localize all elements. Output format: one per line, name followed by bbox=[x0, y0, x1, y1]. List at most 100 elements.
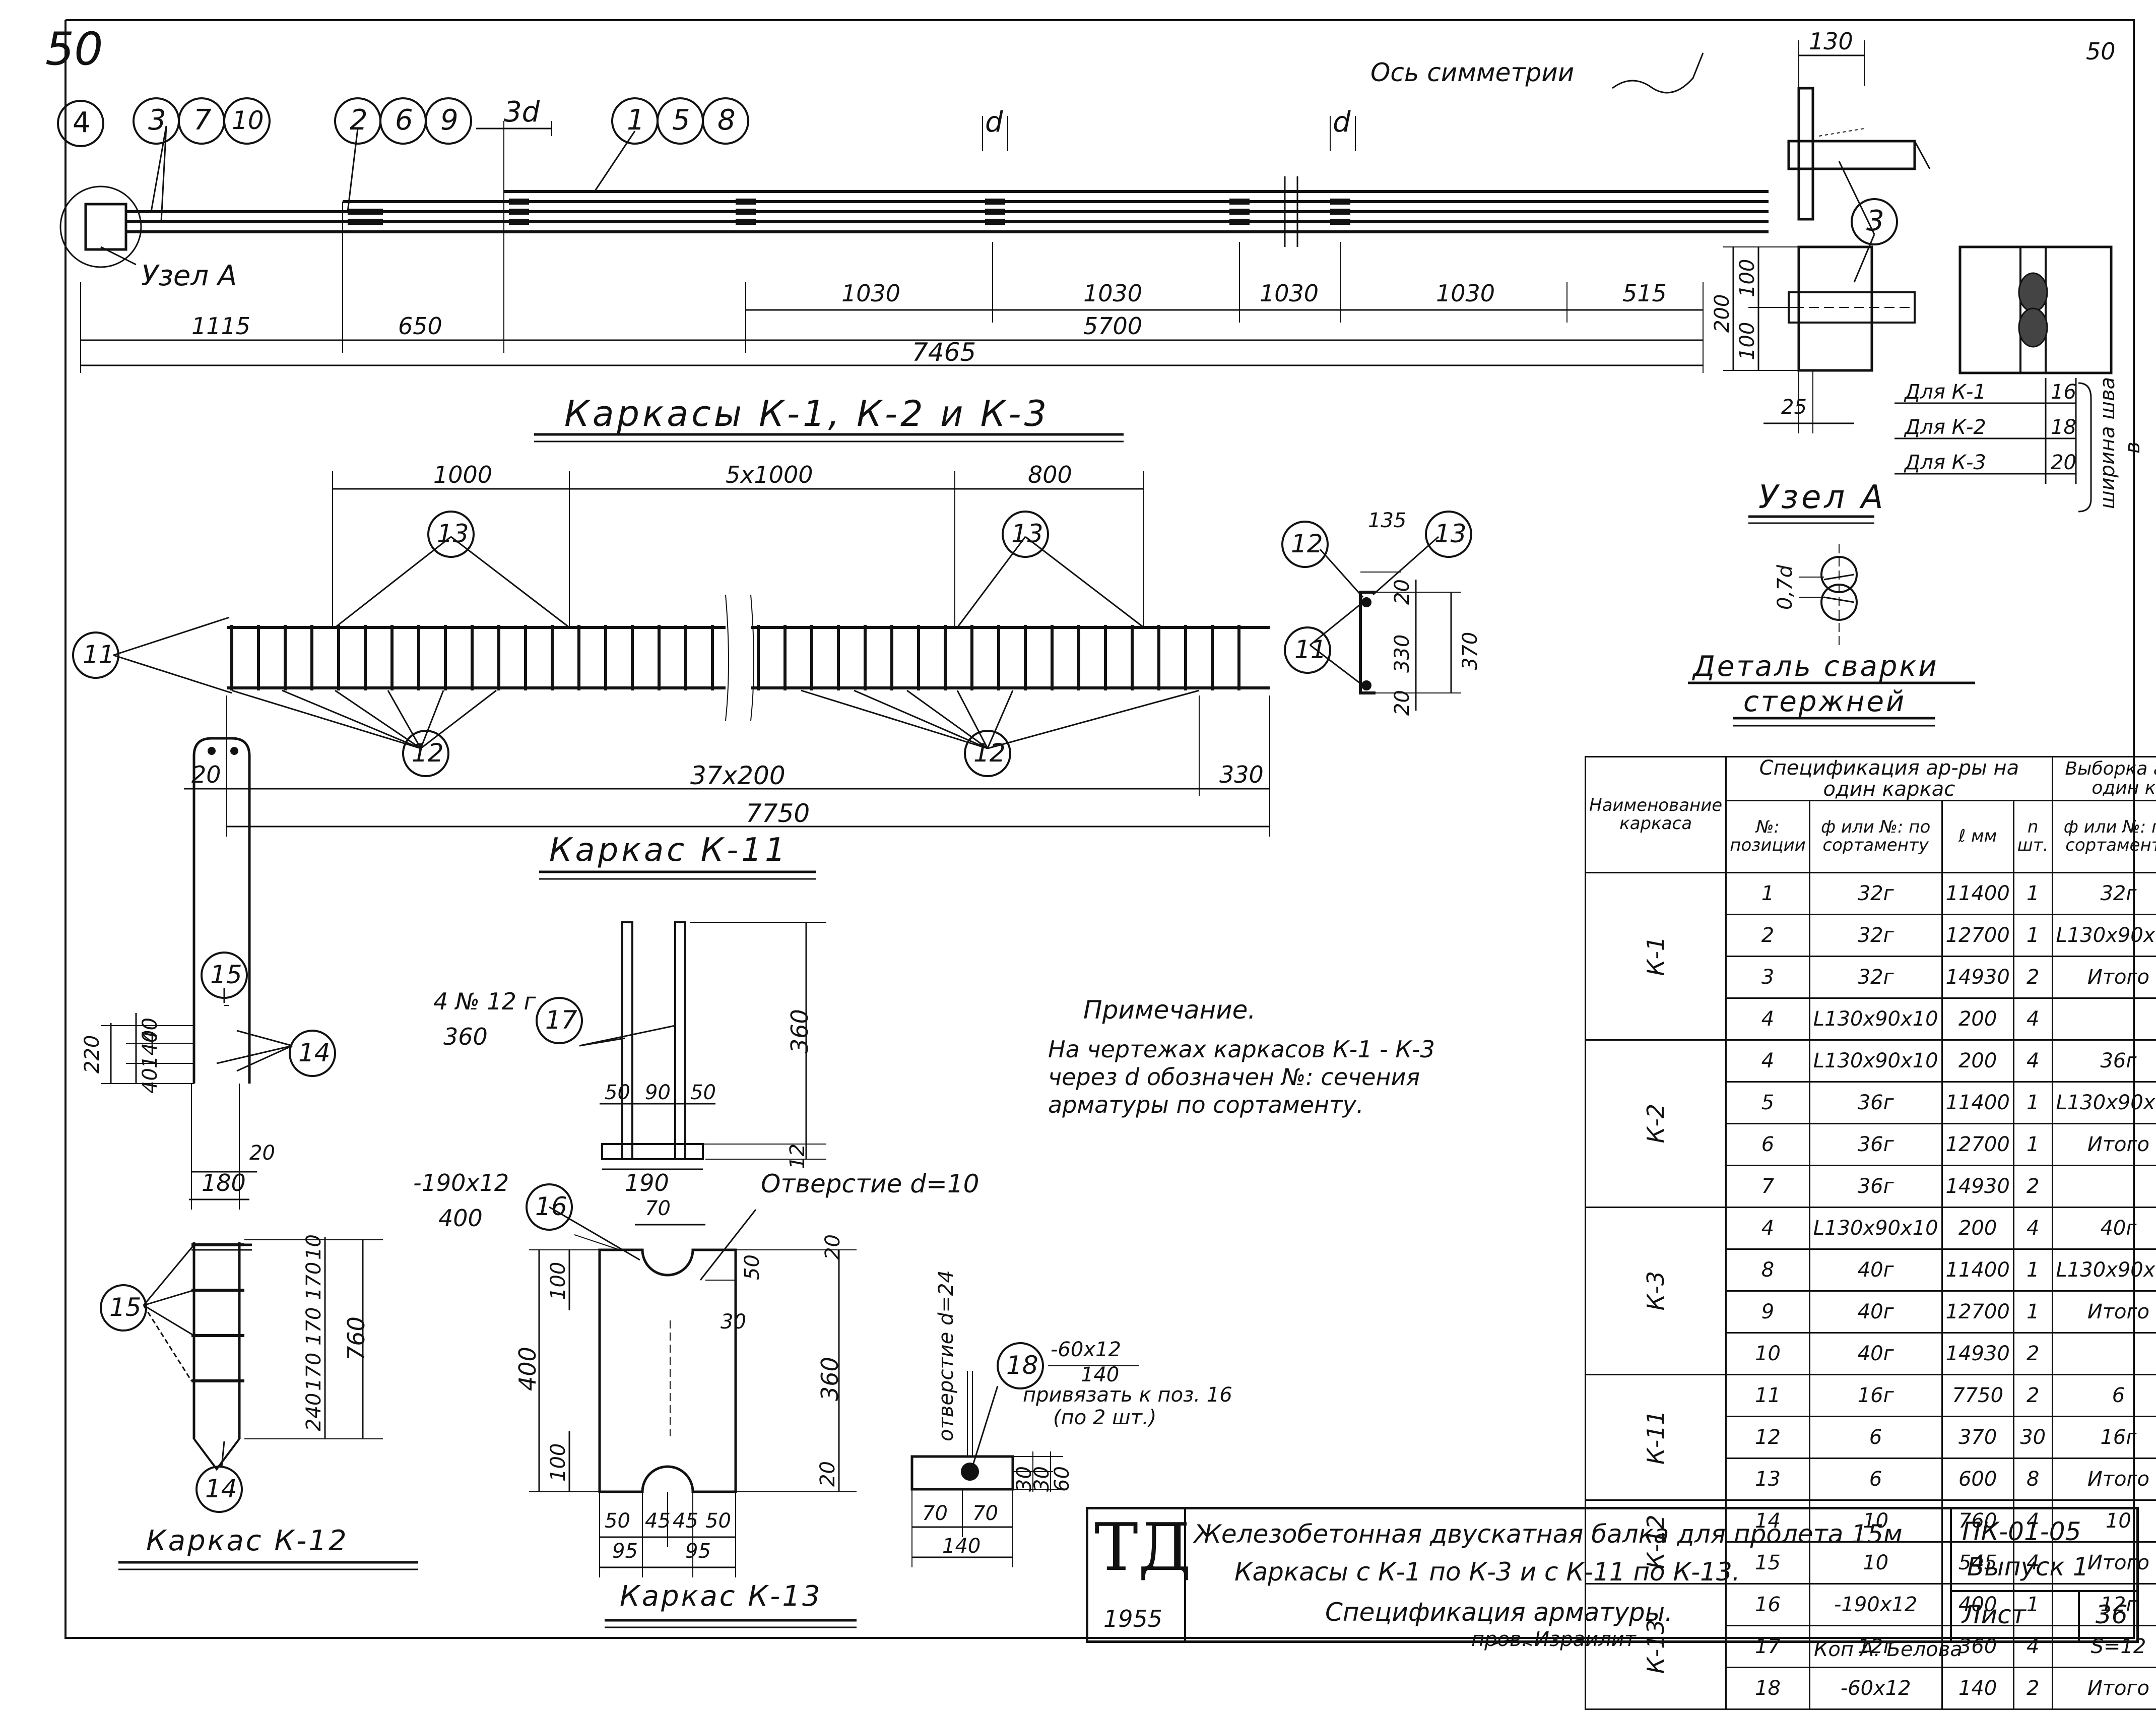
balloon-label: 3 bbox=[1866, 205, 1884, 237]
section-balloon-13: 13 bbox=[1423, 509, 1474, 561]
node-a-end-block bbox=[86, 204, 126, 249]
balloon-label: 11 bbox=[83, 640, 115, 669]
spec-cell: 370 bbox=[1942, 1417, 2013, 1459]
balloon-16: 16 bbox=[524, 1182, 574, 1234]
spec-cell: 14930 bbox=[1942, 1333, 2013, 1375]
balloon-17: 17 bbox=[534, 995, 584, 1048]
sheet-number-left: 50 bbox=[45, 23, 103, 76]
balloon-label: 6 bbox=[395, 104, 413, 137]
balloon-15-a: 15 bbox=[199, 950, 249, 1002]
spec-cell: 14930 bbox=[1942, 1166, 2013, 1208]
dim-k12-170-b: 170 bbox=[302, 1307, 325, 1346]
balloon-label: 15 bbox=[210, 960, 242, 989]
balloon-label: 16 bbox=[535, 1192, 567, 1221]
spec-cell: 3 bbox=[1726, 957, 1810, 998]
dim-1030-4: 1030 bbox=[1436, 280, 1495, 307]
title-k11: Каркас К-11 bbox=[549, 832, 789, 869]
spec-cell: 36г bbox=[2052, 1040, 2156, 1082]
balloon-13-a: 13 bbox=[426, 509, 476, 561]
dim-1030-3: 1030 bbox=[1260, 280, 1319, 307]
spec-cell: 4 bbox=[1726, 1040, 1810, 1082]
balloon-label: 3 bbox=[148, 104, 166, 137]
dim-section-20-a: 20 bbox=[1391, 579, 1414, 605]
dim-k12-180: 180 bbox=[202, 1169, 246, 1196]
dim-k13-90: 90 bbox=[645, 1081, 671, 1104]
dim-135: 135 bbox=[1368, 509, 1406, 532]
spec-cell: 32г bbox=[1809, 957, 1942, 998]
spec-cell: 16г bbox=[1809, 1375, 1942, 1417]
dim-d-2: d bbox=[1333, 106, 1351, 139]
spec-cell: 12700 bbox=[1942, 1291, 2013, 1333]
dim-k13-b-50-b: 50 bbox=[705, 1509, 731, 1533]
dim-515: 515 bbox=[1622, 280, 1667, 307]
spec-cell: 1 bbox=[2013, 1291, 2052, 1333]
spec-cell: 2 bbox=[2013, 957, 2052, 998]
dim-section-370: 370 bbox=[1459, 632, 1482, 670]
dim-k12-10: 10 bbox=[302, 1234, 325, 1260]
dim-k13-400: 400 bbox=[514, 1347, 541, 1391]
dim-k13-20-a: 20 bbox=[821, 1234, 844, 1260]
dim-section-330: 330 bbox=[1391, 635, 1414, 673]
dim-k13-12: 12 bbox=[786, 1144, 809, 1169]
td-logo: ТД bbox=[1094, 1514, 1191, 1580]
header-spec: Спецификация ар-ры на один каркас bbox=[1726, 757, 2052, 801]
dim-k12-240: 240 bbox=[302, 1393, 325, 1431]
spec-cell: L130х90х10 bbox=[2052, 1249, 2156, 1291]
spec-cell: 1 bbox=[1726, 873, 1810, 915]
dim-1115: 1115 bbox=[191, 312, 250, 340]
dim-k12-220: 220 bbox=[81, 1035, 104, 1073]
balloon-group-c: 2 6 9 bbox=[333, 96, 479, 146]
spec-cell: 9 bbox=[1726, 1291, 1810, 1333]
balloon-label: 8 bbox=[717, 104, 736, 137]
spec-cell: 1 bbox=[2013, 1249, 2052, 1291]
spec-cell: 40г bbox=[2052, 1208, 2156, 1249]
spec-cell: 32г bbox=[1809, 915, 1942, 957]
header-name: Наименование каркаса bbox=[1586, 757, 1726, 873]
dim-k12-140: 140 bbox=[139, 1030, 162, 1068]
spec-cell: 12 bbox=[1726, 1417, 1810, 1459]
spec-row: К-24L130х90х10200436г432,0 bbox=[1586, 1040, 2156, 1082]
dim-1030-2: 1030 bbox=[1083, 280, 1142, 307]
dim-k12-20: 20 bbox=[249, 1142, 275, 1165]
balloon-label: 10 bbox=[232, 106, 264, 135]
balloon-14-a: 14 bbox=[287, 1028, 338, 1081]
balloon-12-a: 12 bbox=[401, 728, 451, 781]
dim-330: 330 bbox=[1219, 761, 1264, 788]
balloon-14-b: 14 bbox=[194, 1464, 244, 1516]
balloon-group-a: 4 bbox=[55, 98, 106, 151]
title-weld-detail-1: Деталь сварки bbox=[1693, 650, 1939, 683]
dim-0-7d: 0,7d bbox=[1774, 565, 1797, 610]
signature-copied: Коп А. Белова bbox=[1814, 1638, 1963, 1661]
dim-5700: 5700 bbox=[1083, 312, 1142, 340]
group-label: К-1 bbox=[1644, 936, 1668, 976]
spec-cell: 1 bbox=[2013, 1082, 2052, 1124]
weld-row-k1-label: Для К-1 bbox=[1905, 381, 1986, 404]
note-title: Примечание. bbox=[1083, 995, 1256, 1025]
dim-d-1: d bbox=[985, 106, 1003, 139]
spec-cell bbox=[2052, 1166, 2156, 1208]
dim-37x200: 37х200 bbox=[690, 761, 786, 790]
weld-width-label: ширина шва bbox=[2096, 377, 2119, 509]
group-label: К-11 bbox=[1644, 1410, 1668, 1465]
dim-section-20-b: 20 bbox=[1391, 690, 1414, 716]
spec-cell: 7750 bbox=[1942, 1375, 2013, 1417]
spec-cell: 8 bbox=[2013, 1459, 2052, 1500]
spec-cell: Итого bbox=[2052, 1291, 2156, 1333]
balloon-label: 13 bbox=[1434, 519, 1467, 548]
spec-cell: 40г bbox=[1809, 1249, 1942, 1291]
balloon-3: 3 bbox=[1849, 197, 1900, 249]
spec-cell: 36г bbox=[1809, 1166, 1942, 1208]
spec-cell: 18 bbox=[1726, 1668, 1810, 1709]
plate18-dim-70-b: 70 bbox=[972, 1502, 998, 1525]
title-line-1: Железобетонная двускатная балка для прол… bbox=[1194, 1519, 1903, 1549]
header-dia2: ф или №: по сортаменту bbox=[2052, 801, 2156, 873]
plate16-label-bot: 400 bbox=[438, 1205, 483, 1232]
dim-3d: 3d bbox=[504, 96, 540, 129]
spec-cell: L130х90х10 bbox=[2052, 1082, 2156, 1124]
dim-k12-170-c: 170 bbox=[302, 1353, 325, 1391]
balloon-group-b: 3 7 10 bbox=[131, 96, 277, 146]
title-k12: Каркас К-12 bbox=[146, 1525, 349, 1557]
dim-k13-100-a: 100 bbox=[547, 1262, 570, 1300]
balloon-label: 4 bbox=[73, 106, 91, 139]
spec-cell: 32г bbox=[1809, 873, 1942, 915]
